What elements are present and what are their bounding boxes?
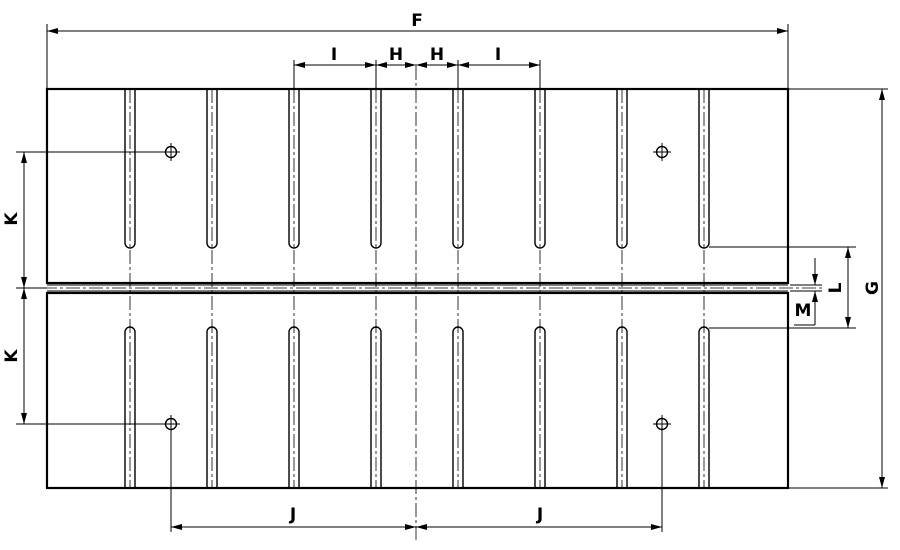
dim-arrowhead [365, 62, 376, 68]
dim-arrowhead [447, 62, 458, 68]
dimension-labels: F I H H I J J K K G L M [2, 11, 883, 525]
slot-top [452, 89, 464, 249]
plate-geometry [20, 66, 822, 540]
dim-arrowhead [812, 291, 818, 302]
dim-arrowhead [416, 524, 427, 530]
dim-arrowhead [21, 277, 27, 288]
dim-arrowhead [405, 524, 416, 530]
dim-arrowhead [171, 524, 182, 530]
dim-label-j-left: J [289, 505, 296, 525]
dim-arrowhead [294, 62, 305, 68]
dim-arrowhead [458, 62, 469, 68]
dim-arrowhead [416, 62, 427, 68]
plate-top-half [45, 87, 790, 285]
dim-label-g: G [863, 281, 883, 295]
dim-arrowhead [651, 524, 662, 530]
dim-arrowhead [879, 89, 885, 100]
dim-label-j-right: J [536, 505, 543, 525]
dim-arrowhead [845, 247, 851, 258]
dim-label-k-bottom: K [2, 349, 22, 363]
dim-label-i-right: I [495, 45, 501, 65]
slot-top [288, 89, 300, 249]
dim-arrowhead [21, 413, 27, 424]
slot-top [698, 89, 710, 249]
dim-label-f: F [411, 11, 423, 31]
dim-arrowhead [529, 62, 540, 68]
dim-arrowhead [879, 477, 885, 488]
dim-label-h-right: H [430, 45, 444, 65]
slot-top [124, 89, 136, 249]
plate-bottom-half [45, 291, 790, 490]
dim-arrowhead [21, 152, 27, 163]
dim-label-k-top: K [2, 212, 22, 226]
dim-arrowhead [376, 62, 387, 68]
dim-label-i-left: I [331, 45, 337, 65]
dim-label-m: M [795, 301, 812, 321]
slot-top [206, 89, 218, 249]
slot-top [616, 89, 628, 249]
dim-label-l: L [826, 282, 846, 293]
slot-top [370, 89, 382, 249]
dim-arrowhead [21, 288, 27, 299]
dim-arrowhead [777, 28, 788, 34]
dim-label-h-left: H [389, 45, 403, 65]
dim-arrowhead [812, 274, 818, 285]
dim-arrowhead [405, 62, 416, 68]
dimension-lines [16, 24, 888, 532]
dim-arrowhead [47, 28, 58, 34]
dim-arrowhead [845, 317, 851, 328]
slot-top [534, 89, 546, 249]
